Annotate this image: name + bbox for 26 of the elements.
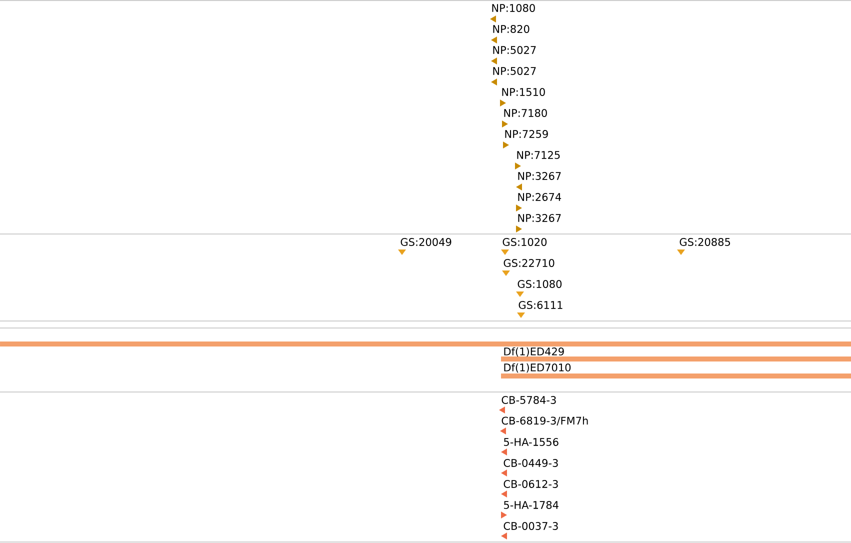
feature-label: Df(1)ED429 [504,347,564,357]
feature-label: GS:6111 [518,301,562,309]
feature-label: CB-0037-3 [504,522,558,530]
feature-label: CB-0612-3 [504,480,558,488]
feature-label: CB-5784-3 [502,396,556,404]
feature-label: NP:3267 [518,214,561,222]
feature-label: CB-6819-3/FM7h [502,416,588,426]
feature-label: GS:1080 [518,280,562,288]
feature-label: NP:2674 [518,193,562,201]
feature-label: NP:5027 [493,46,536,54]
feature-label: NP:820 [493,25,530,33]
feature-label: GS:22710 [504,259,554,267]
feature-label: GS:1020 [502,238,547,246]
feature-label: NP:5027 [493,67,536,75]
feature-label: 5-HA-1556 [504,438,558,446]
feature-label: GS:20049 [400,238,452,246]
feature-label: CB-0449-3 [504,459,558,467]
feature-label: NP:7259 [505,130,548,138]
feature-label: NP:7180 [504,109,547,117]
feature-label: NP:3267 [518,172,561,180]
feature-label: Df(1)ED7010 [504,363,571,373]
feature-label: NP:1080 [492,4,535,12]
feature-label: GS:20885 [680,238,730,246]
feature-label: 5-HA-1784 [504,501,558,509]
feature-label: NP:7125 [517,151,560,159]
feature-label: NP:1510 [502,88,545,96]
